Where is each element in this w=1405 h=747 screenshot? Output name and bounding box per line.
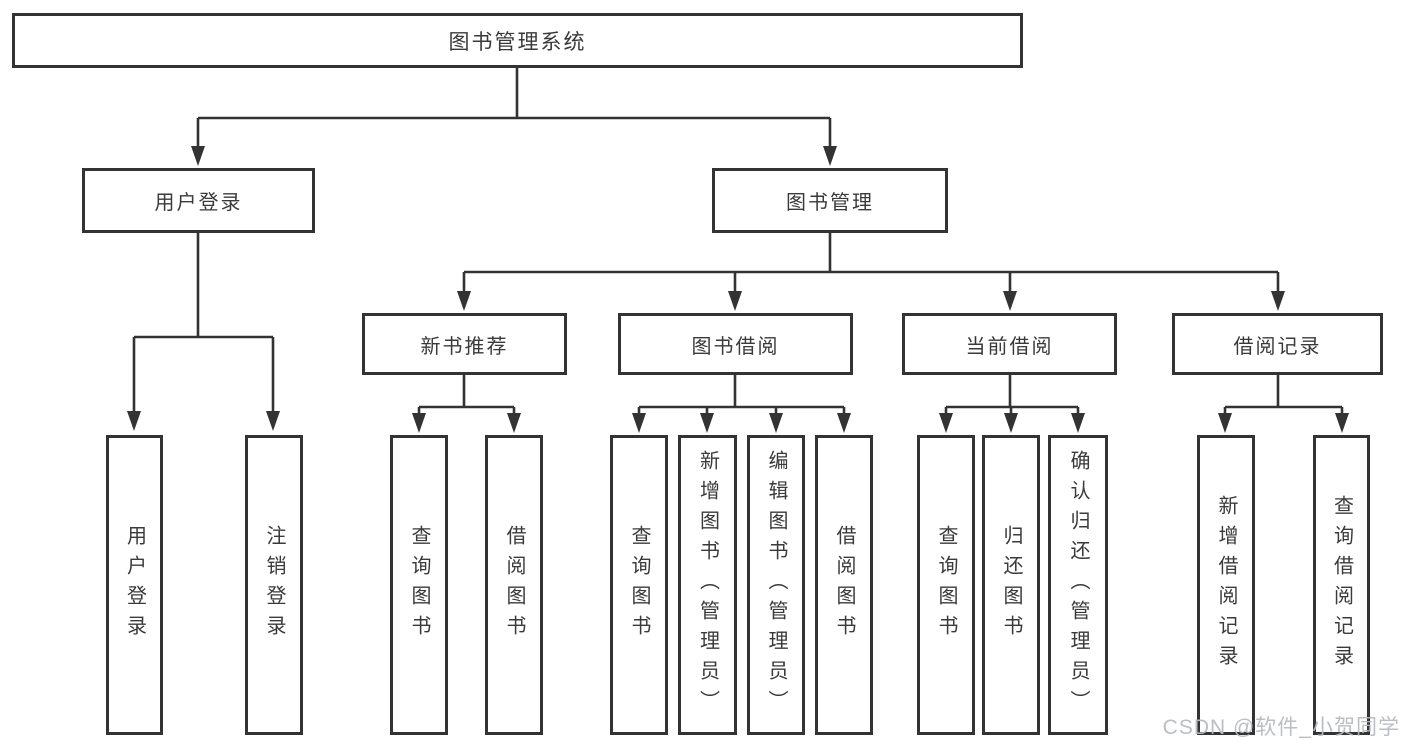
node-label: 用户登录 bbox=[123, 525, 146, 645]
node-label: 借阅图书 bbox=[833, 525, 855, 645]
node-system-root: 图书管理系统 bbox=[12, 13, 1023, 68]
leaf-borrow-books-borrow: 借阅图书 bbox=[815, 435, 873, 735]
node-label: 当前借阅 bbox=[965, 335, 1054, 358]
leaf-logout: 注销登录 bbox=[245, 435, 303, 735]
leaf-query-borrow-record: 查询借阅记录 bbox=[1313, 435, 1370, 735]
csdn-watermark: CSDN @软件_小贺同学 bbox=[1162, 716, 1400, 739]
node-label: 图书借阅 bbox=[691, 335, 780, 358]
node-label: 用户登录 bbox=[154, 192, 243, 214]
leaf-return-books: 归还图书 bbox=[982, 435, 1040, 735]
node-label: 注销登录 bbox=[263, 525, 285, 645]
leaf-query-books-borrow: 查询图书 bbox=[610, 435, 668, 735]
node-label: 查询图书 bbox=[628, 525, 650, 645]
node-borrowing-records: 借阅记录 bbox=[1172, 313, 1383, 375]
leaf-edit-book-admin: 编辑图书（管理员） bbox=[747, 435, 805, 735]
leaf-query-books-current: 查询图书 bbox=[917, 435, 975, 735]
node-label: 新书推荐 bbox=[420, 335, 509, 358]
node-label: 查询借阅记录 bbox=[1330, 495, 1353, 675]
node-label: 查询图书 bbox=[935, 525, 957, 645]
leaf-user-login: 用户登录 bbox=[106, 435, 163, 735]
node-label: 确认归还（管理员） bbox=[1067, 450, 1089, 720]
node-user-login: 用户登录 bbox=[82, 168, 315, 233]
node-label: 新增借阅记录 bbox=[1215, 495, 1237, 675]
leaf-confirm-return-admin: 确认归还（管理员） bbox=[1048, 435, 1108, 735]
node-book-borrowing: 图书借阅 bbox=[618, 313, 853, 375]
node-label: 编辑图书（管理员） bbox=[765, 450, 787, 720]
node-label: 借阅图书 bbox=[503, 525, 525, 645]
leaf-query-books-recommend: 查询图书 bbox=[390, 435, 448, 735]
node-label: 图书管理 bbox=[786, 192, 874, 214]
node-label: 借阅记录 bbox=[1233, 335, 1322, 358]
node-book-management: 图书管理 bbox=[712, 168, 948, 233]
node-new-book-recommend: 新书推荐 bbox=[362, 313, 567, 375]
leaf-add-borrow-record: 新增借阅记录 bbox=[1197, 435, 1255, 735]
node-label: 图书管理系统 bbox=[448, 30, 587, 54]
node-label: 查询图书 bbox=[408, 525, 430, 645]
node-label: 新增图书（管理员） bbox=[696, 450, 719, 720]
node-current-borrowing: 当前借阅 bbox=[902, 313, 1117, 375]
leaf-add-book-admin: 新增图书（管理员） bbox=[678, 435, 737, 735]
node-label: 归还图书 bbox=[1000, 525, 1022, 645]
leaf-borrow-books-recommend: 借阅图书 bbox=[485, 435, 543, 735]
